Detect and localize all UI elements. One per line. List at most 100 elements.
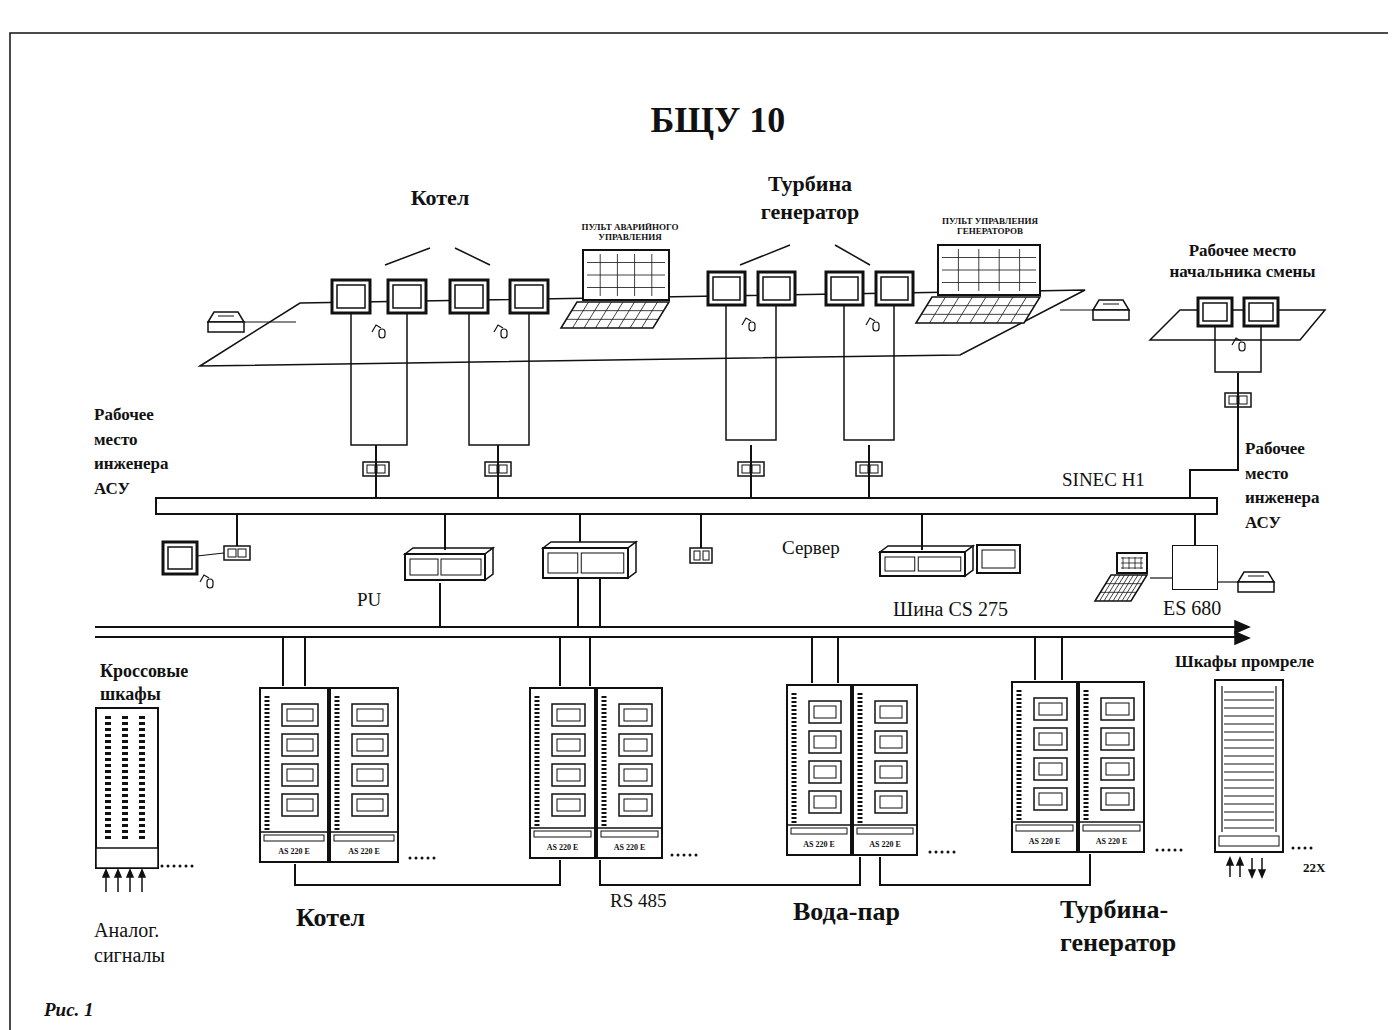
bus-connector [444, 515, 446, 550]
node-label: SINEC H1 [1062, 468, 1145, 492]
node-label: Кроссовые шкафы [100, 660, 210, 705]
continuation-dot [695, 854, 698, 857]
continuation-dot [1292, 847, 1295, 850]
monitor [450, 280, 488, 313]
relay-row [1224, 796, 1274, 797]
terminal-strip [858, 693, 863, 825]
signal-arrowhead [1227, 858, 1233, 865]
continuation-dot [1162, 849, 1165, 852]
adapter-port [489, 465, 497, 473]
console-keyboard [1095, 575, 1147, 601]
io-module-face [557, 709, 580, 721]
io-module-face [1039, 793, 1062, 805]
cabinet-base [787, 824, 851, 826]
signal-arrowhead [127, 870, 133, 877]
server-side [965, 546, 973, 576]
io-module [875, 791, 907, 813]
keyboard-grid [943, 297, 959, 323]
keyboard-grid [1109, 575, 1125, 601]
annotation-label: Рабочее место инженера АСУ [94, 403, 194, 502]
terminal-strip [602, 696, 607, 828]
keyboard-grid [1100, 575, 1116, 601]
printer-top [1238, 572, 1274, 582]
equipment-node: ПУЛЬТ УПРАВЛЕНИЯ ГЕНЕРАТОРОВ [915, 216, 1065, 321]
io-module-face [814, 736, 836, 748]
cabinet-base [597, 827, 662, 829]
io-module-face [814, 706, 836, 718]
relay-rail [1221, 686, 1222, 832]
bus-band: Шина CS 275 [95, 626, 1245, 638]
bus-connector [375, 445, 377, 497]
io-module [1034, 728, 1067, 750]
continuation-dot [689, 854, 692, 857]
console-keyboard [916, 297, 1040, 323]
cabinet-rail [857, 828, 913, 834]
bus-end [1235, 632, 1249, 644]
continuation-dot [433, 857, 436, 860]
equipment-node: Шкафы промреле22X [1215, 680, 1283, 852]
continuation-dot [1298, 847, 1301, 850]
monitor [1244, 298, 1278, 326]
controller-cabinet [260, 688, 328, 862]
io-module-face [357, 739, 383, 751]
io-module-face [880, 796, 902, 808]
server-drive [410, 559, 438, 575]
printer-top [208, 312, 244, 322]
annotation-label: RS 485 [610, 889, 667, 913]
keyboard-grid [1104, 575, 1120, 601]
io-module-face [557, 739, 580, 751]
relay-row [1224, 788, 1274, 789]
continuation-dot [415, 857, 418, 860]
io-module-face [287, 709, 313, 721]
group-bracket [385, 248, 430, 265]
adapter-port [367, 465, 375, 473]
io-module [352, 794, 388, 816]
monitor-screen [1203, 303, 1227, 321]
terminal-column [105, 716, 111, 842]
equipment-node: AS 220 EAS 220 EВода-пар [785, 683, 919, 857]
io-module-face [814, 766, 836, 778]
io-module [352, 704, 388, 726]
io-module-face [1106, 733, 1129, 745]
monitor-screen [713, 277, 740, 300]
gateway-port [703, 551, 709, 560]
console-screen [1117, 553, 1147, 573]
diagram-title: БЩУ 10 [568, 98, 868, 143]
terminal-strip [1017, 690, 1022, 822]
monitor-screen [455, 285, 483, 308]
relay-row [1224, 828, 1274, 829]
io-module-face [624, 739, 647, 751]
terminal-strip [792, 693, 797, 825]
io-module-face [624, 799, 647, 811]
keyboard-grid [997, 297, 1013, 323]
io-module-face [1039, 763, 1062, 775]
node-label: AS 220 E [599, 843, 660, 853]
mouse [749, 322, 755, 331]
monitor [708, 272, 745, 305]
node-label: ES 680 [1163, 596, 1221, 621]
io-module [809, 731, 841, 753]
monitor-screen [881, 277, 908, 300]
io-module [809, 701, 841, 723]
printer [1093, 310, 1129, 320]
printer-paper [1103, 304, 1119, 305]
adapter-port [742, 465, 750, 473]
cabinet-rail [1083, 825, 1140, 831]
mouse [501, 329, 507, 338]
gateway-cable [700, 515, 702, 548]
node-label: AS 220 E [1081, 837, 1142, 847]
monitor-screen [763, 277, 790, 300]
continuation-dot [1180, 849, 1183, 852]
page-frame [10, 33, 1388, 1030]
monitor-screen [168, 547, 192, 569]
io-module-face [357, 709, 383, 721]
io-module [875, 761, 907, 783]
server-panel [918, 557, 961, 571]
io-module [1101, 788, 1134, 810]
monitor [510, 280, 548, 313]
equipment-node: Турбина генератор [700, 168, 915, 445]
io-module-face [287, 739, 313, 751]
controller-cabinet [787, 685, 851, 855]
relay-row [1224, 692, 1274, 693]
server-cable [577, 578, 579, 626]
